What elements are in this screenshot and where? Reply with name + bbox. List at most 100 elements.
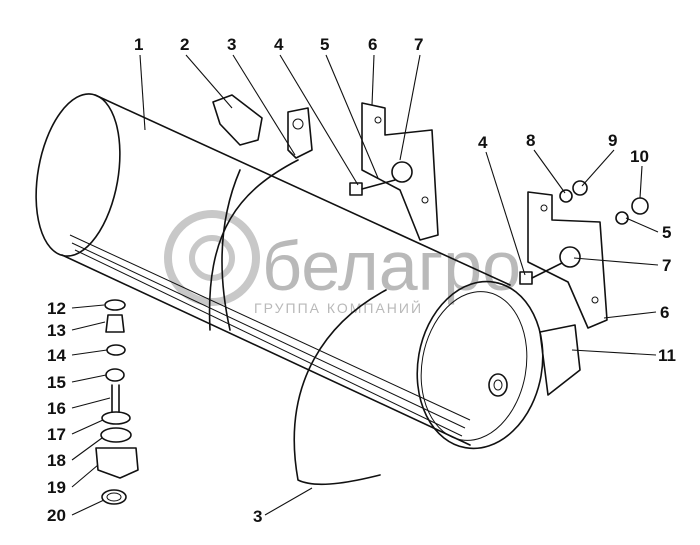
leader-6 [371,54,375,106]
callout-2: 2 [180,35,189,54]
leader-5b [625,217,659,233]
bracket-rear [527,191,608,329]
leader-2 [185,54,233,109]
leader-11 [571,349,657,356]
part-20-gasket [101,489,127,505]
callout-6b: 6 [660,303,669,322]
bracket-rear-hole-1 [540,204,548,212]
leader-12 [71,304,105,309]
callout-5b: 5 [662,223,671,242]
part-20-gasket-bore [106,492,122,502]
leader-lines [71,54,659,516]
bracket-rear-plate [527,191,608,329]
tank-center-band [221,169,241,331]
leader-8 [533,149,566,194]
callout-6: 6 [368,35,377,54]
watermark-tagline: ГРУППА КОМПАНИЙ [254,299,423,316]
leader-4b [485,151,526,276]
bolt-front [349,161,413,196]
leader-13 [71,321,106,331]
callout-labels: 1 2 3 4 5 6 7 4 8 9 10 5 7 6 11 3 12 13 … [47,35,676,526]
callout-1: 1 [134,35,143,54]
leader-5 [325,54,379,179]
bolt-rear [519,246,581,285]
part-18-gasket [100,427,132,443]
callout-5: 5 [320,35,329,54]
bracket-front [361,102,439,241]
rubber-pad [539,324,581,396]
callout-7b: 7 [662,256,671,275]
leader-6b [603,311,657,319]
leader-17 [71,419,104,435]
callout-10: 10 [630,147,649,166]
leader-19 [71,464,99,488]
callout-16: 16 [47,399,66,418]
leader-9 [581,149,615,187]
callout-18: 18 [47,451,66,470]
watermark-logo-ring [164,210,260,306]
callout-4: 4 [274,35,284,54]
tank-body-outline [61,94,511,446]
callout-7: 7 [414,35,423,54]
callout-9: 9 [608,131,617,150]
bracket-front-plate [361,102,439,241]
callout-11: 11 [658,346,676,365]
top-fittings [212,94,313,159]
callout-3: 3 [227,35,236,54]
tee-fitting [212,94,263,146]
tank-right-end [416,280,544,450]
leader-20 [71,499,105,516]
callout-12: 12 [47,299,66,318]
bracket-rear-hole-2 [591,296,599,304]
callout-20: 20 [47,506,66,525]
part-17-seal [101,411,131,425]
watermark-brand: белагро [262,227,521,305]
part-13-valve-body [105,314,125,333]
callout-14: 14 [47,346,66,365]
callout-19: 19 [47,478,66,497]
part-12-gasket [104,299,126,311]
leader-14 [71,349,108,356]
leader-4 [279,54,359,186]
tank-outlet-bore [493,379,503,391]
leader-3b [264,487,313,516]
lock-washer [615,211,629,225]
bracket-front-hole-2 [421,196,429,204]
leader-1 [139,54,146,131]
callout-17: 17 [47,425,66,444]
part-14-washer [106,344,126,356]
flat-washer [572,180,588,196]
pipe-upper-run [208,159,299,331]
callout-4b: 4 [478,133,488,152]
washer-front [391,161,413,183]
leader-7b [573,257,659,266]
part-15-ring [105,368,125,382]
callout-3b: 3 [253,507,262,526]
callout-13: 13 [47,321,66,340]
part-16-stem [111,384,120,413]
drain-valve-stack [95,299,139,505]
tank-right-end-rim [420,291,528,441]
bolt-front-shank [361,179,396,190]
bolt-front-head [349,182,363,196]
leader-7 [399,54,421,161]
leader-15 [71,374,107,383]
bracket-front-hole-1 [374,116,382,124]
pipe-lower-run [293,289,387,486]
air-receiver-tank [35,93,544,450]
union-fitting-bore [292,118,304,130]
nut [631,197,649,215]
spring-washer [559,189,573,203]
leader-18 [71,437,103,461]
leader-3 [232,54,296,156]
washer-rear [559,246,581,268]
callout-15: 15 [47,373,66,392]
bolt-rear-head [519,271,533,285]
leader-16 [71,397,111,409]
leader-10 [639,165,643,199]
bolt-rear-shank [531,262,563,279]
tank-left-end [35,93,121,257]
part-19-plug [95,447,139,479]
